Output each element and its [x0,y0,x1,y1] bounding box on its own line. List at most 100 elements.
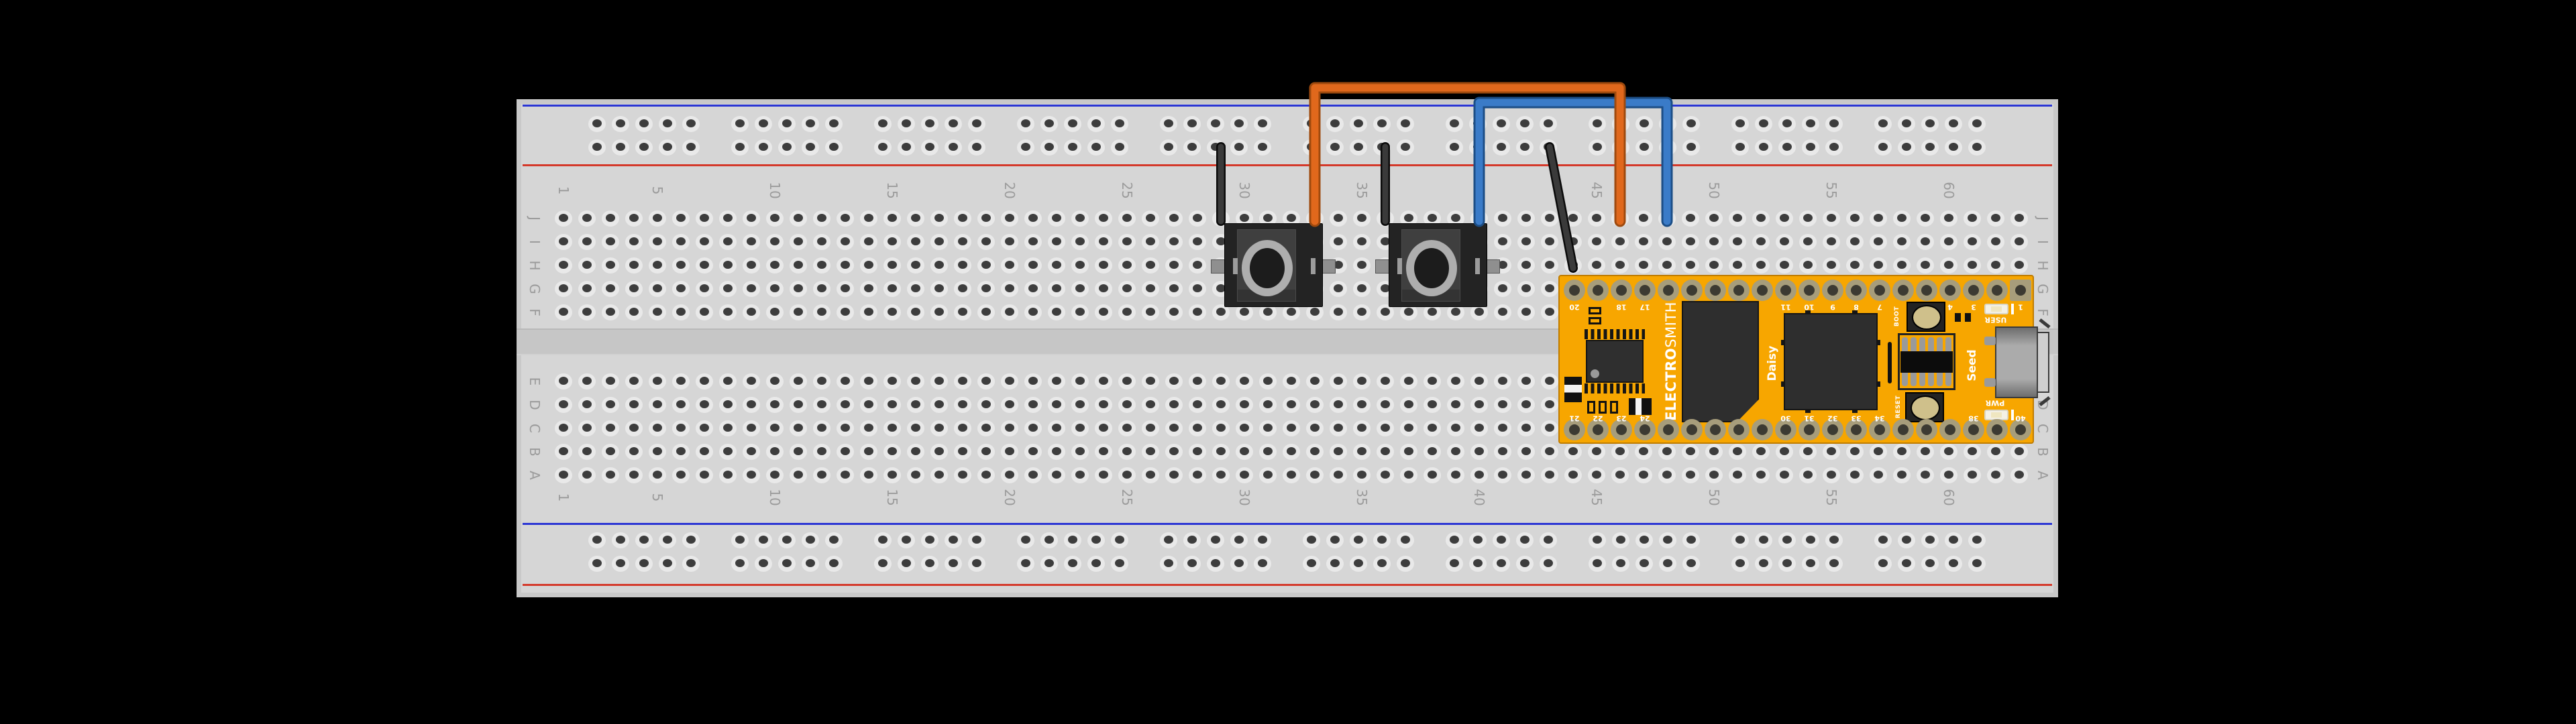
breadboard-hole [1048,397,1065,413]
breadboard-hole [977,234,995,250]
breadboard-hole [1024,397,1042,413]
breadboard-hole [1330,444,1347,460]
breadboard-hole [672,304,690,320]
breadboard-hole [1165,304,1183,320]
breadboard-hole [1142,444,1159,460]
breadboard-hole [790,444,807,460]
breadboard-hole [578,373,596,389]
breadboard-hole [719,420,737,436]
wire-black-slanted[interactable] [1546,143,1576,272]
breadboard-hole [1377,467,1394,483]
breadboard-hole [907,257,924,274]
breadboard-hole [1095,397,1112,413]
breadboard-hole [1400,397,1417,413]
breadboard-hole [696,281,713,297]
breadboard-hole [578,257,596,274]
breadboard-hole [977,420,995,436]
breadboard-hole [1001,257,1018,274]
breadboard-hole [907,444,924,460]
breadboard-hole [1189,397,1206,413]
breadboard-hole [1142,373,1159,389]
breadboard-hole [1189,281,1206,297]
breadboard-hole [1400,373,1417,389]
breadboard-hole [790,304,807,320]
breadboard-hole [1118,397,1136,413]
breadboard-hole [1353,281,1371,297]
breadboard-hole [1048,257,1065,274]
breadboard-hole [837,397,854,413]
breadboard-hole [743,397,760,413]
breadboard-hole [790,467,807,483]
breadboard-hole [1447,373,1464,389]
breadboard-hole [1236,444,1253,460]
breadboard-hole [977,467,995,483]
breadboard-hole [766,373,784,389]
wire-blue[interactable] [1475,99,1671,225]
breadboard-hole [1071,257,1089,274]
breadboard-hole [1377,397,1394,413]
breadboard-hole [1048,444,1065,460]
breadboard-hole [1353,373,1371,389]
breadboard-hole [907,467,924,483]
breadboard-hole [672,444,690,460]
breadboard-hole [1353,420,1371,436]
breadboard-hole [930,257,948,274]
breadboard-hole [649,420,666,436]
breadboard-hole [1095,234,1112,250]
breadboard-hole [1165,373,1183,389]
breadboard-hole [1095,420,1112,436]
breadboard-hole [766,257,784,274]
breadboard-hole [696,467,713,483]
breadboard-hole [649,234,666,250]
breadboard-hole [625,304,643,320]
breadboard-hole [860,210,877,227]
breadboard-hole [766,281,784,297]
breadboard-hole [790,281,807,297]
breadboard-hole [696,304,713,320]
breadboard-hole [1447,304,1464,320]
breadboard-hole [907,373,924,389]
breadboard-hole [1142,467,1159,483]
breadboard-hole [602,467,619,483]
wire-blue[interactable] [1473,97,1673,227]
breadboard-hole [930,281,948,297]
breadboard-hole [1001,281,1018,297]
breadboard-hole [743,234,760,250]
breadboard-hole [743,467,760,483]
breadboard-hole [1259,444,1277,460]
breadboard-hole [672,234,690,250]
breadboard-hole [1212,467,1230,483]
breadboard-hole [1165,210,1183,227]
breadboard-hole [1048,281,1065,297]
breadboard-hole [860,420,877,436]
breadboard-hole [602,257,619,274]
breadboard-hole [649,304,666,320]
breadboard-hole [625,467,643,483]
breadboard-hole [1236,304,1253,320]
breadboard-hole [1095,257,1112,274]
breadboard-hole [602,281,619,297]
breadboard-hole [1071,444,1089,460]
breadboard-hole [1353,234,1371,250]
power-rail-red-line-top [523,164,2052,166]
breadboard-hole [1283,304,1300,320]
breadboard-hole [813,467,830,483]
breadboard-hole [790,257,807,274]
breadboard-hole [790,397,807,413]
breadboard-hole [954,467,971,483]
breadboard-hole [1189,257,1206,274]
breadboard-hole [1165,397,1183,413]
breadboard-hole [1142,281,1159,297]
breadboard-hole [930,234,948,250]
breadboard-hole [930,304,948,320]
breadboard-hole [743,210,760,227]
breadboard-hole [907,420,924,436]
breadboard-hole [1400,420,1417,436]
breadboard-hole [1095,281,1112,297]
breadboard-hole [813,373,830,389]
breadboard-hole [766,304,784,320]
breadboard-hole [1118,281,1136,297]
breadboard-hole [1118,210,1136,227]
breadboard-hole [813,257,830,274]
breadboard-hole [1259,420,1277,436]
